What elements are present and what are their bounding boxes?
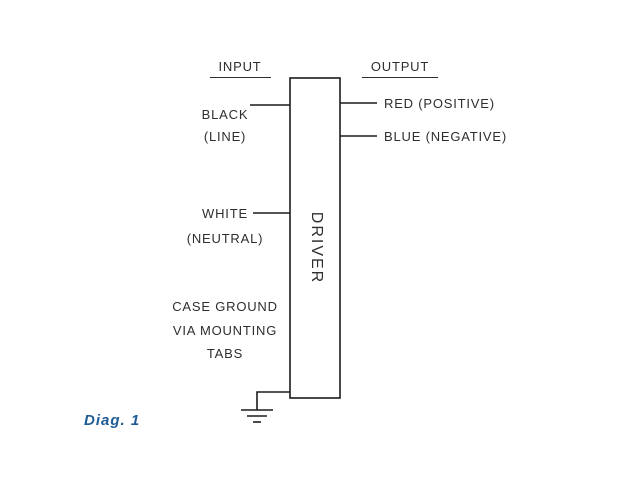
blue-wire-label: BLUE (NEGATIVE) (384, 129, 508, 144)
black-wire-label: BLACK (201, 107, 249, 122)
line-sub-label: (LINE) (203, 129, 247, 144)
case-ground-label-line3: TABS (206, 346, 244, 361)
neutral-sub-label: (NEUTRAL) (186, 231, 264, 246)
case-ground-label-line1: CASE GROUND (172, 299, 278, 314)
ground-symbol-icon (241, 409, 273, 423)
input-header: INPUT (200, 58, 280, 78)
output-header: OUTPUT (360, 58, 440, 78)
diagram-caption: Diag. 1 (84, 412, 141, 429)
output-header-label: OUTPUT (361, 59, 439, 78)
white-wire-label: WHITE (202, 206, 248, 221)
ground-lead-wire (256, 391, 290, 410)
input-header-label: INPUT (209, 59, 271, 78)
case-ground-label-line2: VIA MOUNTING (172, 323, 278, 338)
driver-box (289, 77, 341, 399)
driver-label: DRIVER (308, 211, 325, 285)
red-wire-label: RED (POSITIVE) (384, 96, 495, 111)
